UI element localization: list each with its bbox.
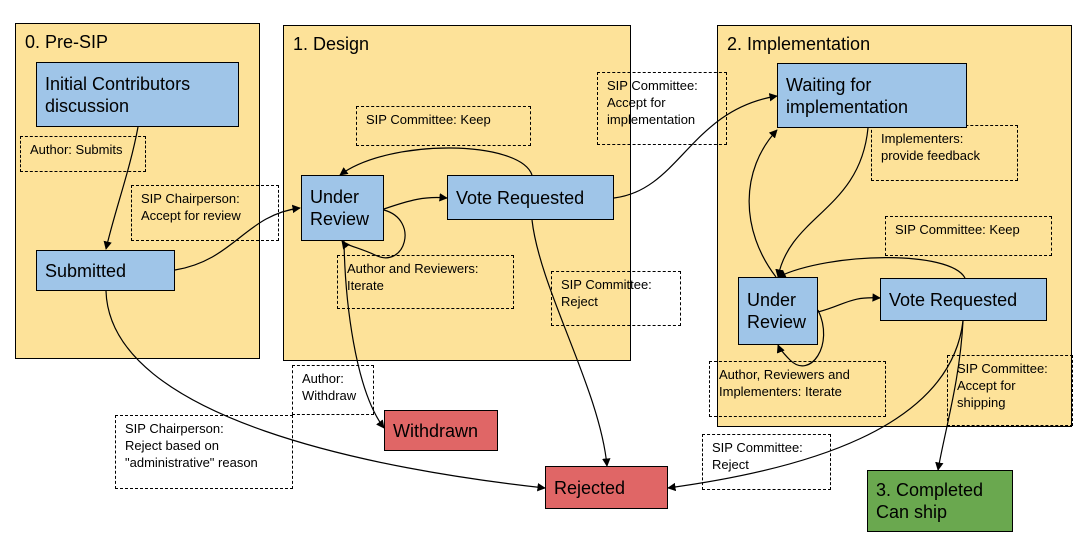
state-withdrawn: Withdrawn [384,410,498,451]
state-design-vote-requested-label: Vote Requested [456,187,585,208]
edge-impl-review-iterate-loop [776,309,825,367]
edge-submitted-to-rejected [105,290,546,492]
edge-impl-review-to-vote [817,293,881,313]
edge-impl-review-to-waiting [748,129,778,278]
state-impl-under-review: Under Review [738,277,818,345]
state-waiting-for-implementation-label: Waiting for implementation [786,74,909,117]
edge-discussion-to-submitted [103,126,139,250]
state-design-under-review-label: Under Review [310,187,370,229]
note-committee-accept-shipping: SIP Committee: Accept for shipping [947,355,1073,426]
note-author-withdraw: Author: Withdraw [292,365,374,415]
phase-design-title: 1. Design [293,34,370,54]
state-completed-label: 3. Completed Can ship [876,480,984,522]
edge-submitted-to-design-review [174,204,301,271]
phase-pre-sip-title: 0. Pre-SIP [25,32,109,52]
note-implementers-feedback: Implementers: provide feedback [871,125,1018,181]
edge-vote-keep-loop [339,147,533,176]
note-committee-accept-impl: SIP Committee: Accept for implementation [597,72,727,145]
edge-impl-vote-to-rejected [667,320,964,492]
state-impl-under-review-label: Under Review [747,290,807,332]
edge-impl-vote-keep-loop [777,257,966,279]
edge-review-to-withdrawn [343,240,385,429]
state-design-under-review: Under Review [301,175,384,241]
note-author-submits: Author: Submits [20,136,146,172]
note-author-reviewers-impl-iterate: Author, Reviewers and Implementers: Iter… [709,361,886,417]
state-submitted: Submitted [36,250,175,291]
phase-implementation-title: 2. Implementation [727,34,871,54]
state-initial-discussion: Initial Contributors discussion [36,62,239,127]
state-withdrawn-label: Withdrawn [393,420,479,441]
state-waiting-for-implementation: Waiting for implementation [777,63,967,128]
state-completed: 3. Completed Can ship [867,470,1013,532]
note-chair-accept-review: SIP Chairperson: Accept for review [131,185,279,241]
state-impl-vote-requested: Vote Requested [880,278,1047,321]
state-submitted-label: Submitted [45,260,127,281]
state-rejected: Rejected [545,466,668,509]
edge-vote-to-rejected [531,219,611,467]
edge-vote-to-waiting [613,93,778,199]
state-rejected-label: Rejected [554,477,626,498]
edge-review-iterate-loop [341,209,406,259]
note-committee-keep-design: SIP Committee: Keep [356,106,531,146]
note-author-reviewers-iterate: Author and Reviewers: Iterate [337,255,514,309]
note-committee-reject-impl: SIP Committee: Reject [702,434,831,490]
edge-review-to-vote [383,193,448,210]
note-committee-keep-impl: SIP Committee: Keep [885,216,1052,256]
state-initial-discussion-label: Initial Contributors discussion [45,73,191,116]
edge-waiting-to-impl-review [775,127,869,278]
edge-impl-vote-to-completed [935,320,964,471]
state-design-vote-requested: Vote Requested [447,175,614,220]
note-committee-reject-design: SIP Committee: Reject [551,271,681,326]
state-impl-vote-requested-label: Vote Requested [889,289,1018,310]
note-chair-reject-admin: SIP Chairperson: Reject based on "admini… [115,415,293,489]
